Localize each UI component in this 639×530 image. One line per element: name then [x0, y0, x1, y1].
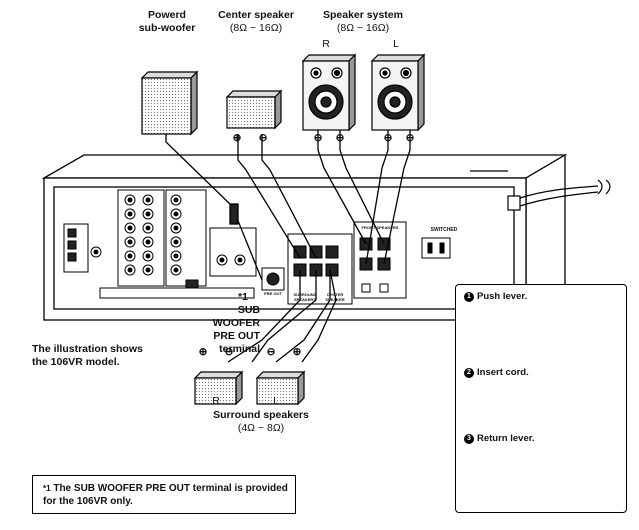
- step-3: 3 Return lever.: [464, 433, 535, 444]
- step-1: 1 Push lever.: [464, 291, 527, 302]
- terminal-instructions-inset: 1 Push lever. 2 Insert cord. 3 Return le…: [455, 284, 627, 513]
- center-minus-mark: ⊖: [258, 132, 268, 144]
- step-2-label: Insert cord.: [477, 367, 529, 378]
- front-r-minus-mark: ⊖: [313, 132, 323, 144]
- surround-l-plus-mark: ⊕: [292, 346, 302, 358]
- surround-speakers-impedance: (4Ω ~ 8Ω): [237, 422, 285, 434]
- step-3-number: 3: [464, 433, 474, 444]
- surround-r-label: R: [212, 395, 220, 407]
- power-cord: [507, 179, 611, 211]
- subwoofer-terminal-mark: *1: [238, 291, 248, 303]
- front-speaker-left: [370, 53, 426, 132]
- center-speaker-box: [225, 89, 283, 130]
- subwoofer-terminal-label: SUB WOOFER PRE OUT terminal: [212, 304, 260, 355]
- front-l-minus-mark: ⊖: [405, 132, 415, 144]
- surround-r-minus-mark: ⊖: [224, 346, 234, 358]
- surround-panel-label: SURROUND SPEAKERS: [293, 292, 317, 302]
- step-3-label: Return lever.: [477, 433, 535, 444]
- speaker-system-label: Speaker system: [323, 9, 403, 21]
- front-speaker-right: [301, 53, 357, 132]
- footnote-mark: *1: [43, 484, 51, 493]
- center-plus-mark: ⊕: [232, 132, 242, 144]
- surround-l-minus-mark: ⊖: [266, 346, 276, 358]
- front-l-plus-mark: ⊕: [383, 132, 393, 144]
- speaker-system-r-label: R: [322, 38, 330, 50]
- surround-speaker-left: [255, 370, 306, 406]
- center-speaker-impedance: (8Ω ~ 16Ω): [229, 22, 283, 34]
- front-speaker-terminals: [353, 221, 407, 299]
- footnote-text: The SUB WOOFER PRE OUT terminal is provi…: [43, 483, 288, 507]
- step-1-number: 1: [464, 291, 474, 302]
- rca-jack-grid: [99, 189, 257, 299]
- surround-speaker-right: [193, 370, 244, 406]
- antenna-terminal: [63, 223, 102, 273]
- surround-center-terminals: [287, 233, 353, 305]
- surround-l-label: L: [273, 395, 279, 407]
- center-panel-label: CENTER SPEAKER: [325, 292, 345, 302]
- switched-ac-outlet: [421, 237, 451, 259]
- surround-r-plus-mark: ⊕: [198, 346, 208, 358]
- front-r-plus-mark: ⊕: [335, 132, 345, 144]
- speaker-cables: [165, 130, 411, 363]
- step-2: 2 Insert cord.: [464, 367, 529, 378]
- model-note: The illustration shows the 106VR model.: [32, 343, 143, 368]
- center-speaker-label: Center speaker: [218, 9, 294, 21]
- footnote-box: *1 The SUB WOOFER PRE OUT terminal is pr…: [32, 475, 296, 514]
- preout-panel-label: PRE OUT: [264, 291, 282, 296]
- step-2-number: 2: [464, 367, 474, 378]
- surround-speakers-label: Surround speakers: [213, 409, 309, 421]
- front-panel-label: FRONT SPEAKERS: [361, 225, 399, 230]
- step-1-label: Push lever.: [477, 291, 528, 302]
- speaker-system-l-label: L: [393, 38, 399, 50]
- switched-panel-label: SWITCHED: [430, 227, 458, 233]
- subwoofer-label: Powerd sub-woofer: [138, 9, 196, 34]
- subwoofer-preout-jack: [261, 267, 285, 291]
- subwoofer-box: [140, 70, 199, 136]
- speaker-system-impedance: (8Ω ~ 16Ω): [336, 22, 390, 34]
